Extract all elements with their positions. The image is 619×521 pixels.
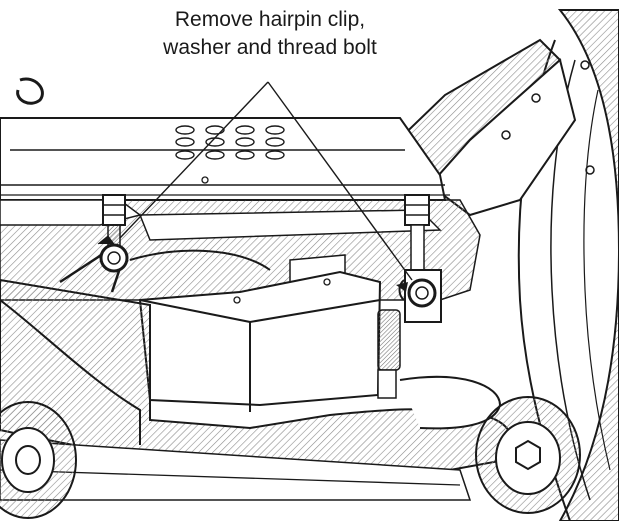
front-left-wheel <box>0 401 77 519</box>
top-deck-plate <box>0 77 450 201</box>
handle-housing <box>386 38 595 217</box>
left-bolt-assembly <box>102 194 126 248</box>
callout-line-1: Remove hairpin clip, <box>174 8 366 31</box>
left-hairpin-clip-icon <box>59 235 129 293</box>
right-hairpin-clip-icon <box>396 278 437 308</box>
callout-text: Remove hairpin clip, washer and thread b… <box>120 6 420 62</box>
callout-leader-lines <box>119 81 413 281</box>
motor-housing <box>138 270 401 412</box>
front-right-wheel <box>475 396 581 514</box>
cutting-deck <box>0 278 513 501</box>
callout-line-2: washer and thread bolt <box>163 36 377 59</box>
